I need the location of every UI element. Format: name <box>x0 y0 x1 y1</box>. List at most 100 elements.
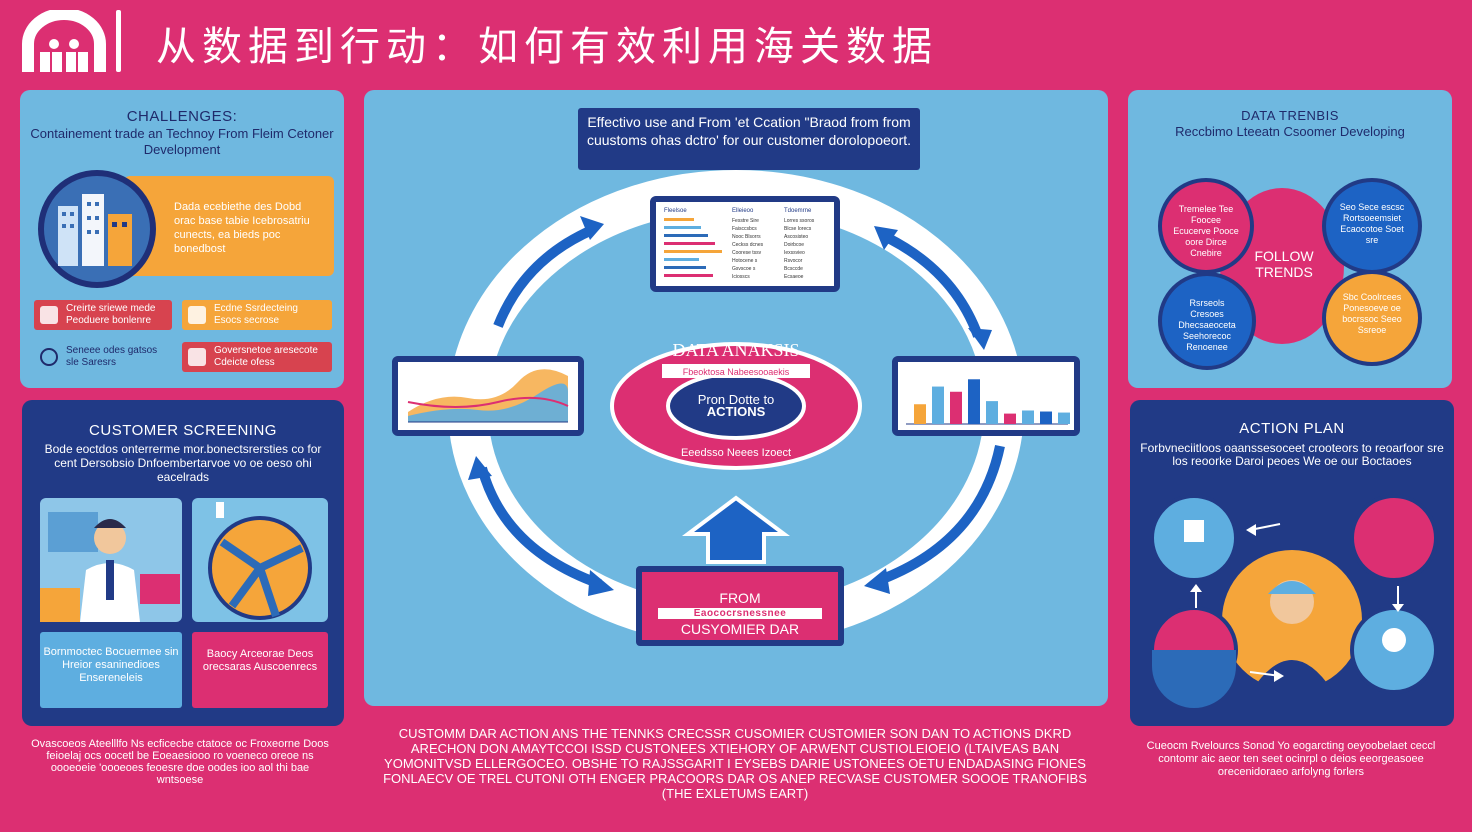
arrow-bottom-right <box>878 444 1005 585</box>
customer-data-line3: CUSYOMIER DAR <box>680 621 800 637</box>
arrow-head <box>968 328 992 350</box>
table-header: Fleelsoe <box>664 208 687 214</box>
line-chart-card <box>392 356 584 436</box>
analysis-strip-text: Fbeoktosa Nabeesooaekis <box>683 367 790 377</box>
challenge-tag-2: Ecdne Ssrdecteing Esocs secrose <box>182 300 332 330</box>
trend-circle-text: Sbc Coolrcees Ponesoeve oe bocrssoc Seeo… <box>1342 292 1402 335</box>
table-cell: Bcsccde <box>784 266 803 272</box>
table-cell: Iciosscs <box>732 274 750 280</box>
challenges-highlight-text: Dada ecebiethe des Dobd orac base tabie … <box>174 201 310 255</box>
trend-circle-1: Tremelee Tee Foocee Ecucerve Pooce oore … <box>1158 178 1254 274</box>
bar <box>986 401 998 424</box>
bar-chart-card <box>892 356 1080 436</box>
table-bar <box>664 234 708 237</box>
customer-data-box: FROM Eaococrsnessnee CUSYOMIER DAR <box>636 566 844 646</box>
customer-data-line2: Eaococrsnessnee <box>658 608 822 619</box>
table-cell: Faisccsbcs <box>732 226 757 232</box>
city-illustration <box>38 170 156 288</box>
trends-center-label: FOLLOW TRENDS <box>1254 248 1314 280</box>
table-bar <box>664 266 706 269</box>
trends-subtitle: Reccbimo Lteeatn Csoomer Developing <box>1175 124 1405 139</box>
table-header: Elleieoo <box>732 208 754 214</box>
table-cell: Ceckss dcnes <box>732 242 764 248</box>
bar <box>1022 410 1034 424</box>
page-header: 从数据到行动：如何有效利用海关数据 <box>0 0 1472 78</box>
document-icon <box>40 306 58 324</box>
trend-circle-text: Tremelee Tee Foocee Ecucerve Pooce oore … <box>1173 204 1239 258</box>
bottom-left-text: Ovascoeos Ateelllfo Ns ecficecbe ctatoce… <box>31 738 329 786</box>
bar-chart <box>906 379 1070 425</box>
arrow-head <box>864 568 890 594</box>
analysis-core-line: Pron Dotte to <box>698 392 775 407</box>
chart-icon <box>188 306 206 324</box>
table-cell: Blcse Iorecs <box>784 226 812 232</box>
bottom-right-text: Cueocm Rvelourcs Sonod Yo eogarcting oey… <box>1146 740 1436 778</box>
bar <box>1058 412 1070 424</box>
action-plan-subtitle: Forbvneciitloos oaanssesoceet crooteors … <box>1140 441 1444 468</box>
challenge-tag-4: Goversnetoe aresecote Cdeicte ofess <box>182 342 332 372</box>
challenges-title: CHALLENGES: <box>126 108 238 125</box>
action-plan-title: ACTION PLAN <box>1239 420 1345 437</box>
arrow-bottom-left <box>477 466 602 589</box>
page-title: 从数据到行动：如何有效利用海关数据 <box>156 24 938 70</box>
challenges-highlight-box: Dada ecebiethe des Dobd orac base tabie … <box>124 176 334 276</box>
arrow-top-left <box>493 225 595 328</box>
trend-circle-3: Rsrseols Cresoes Dhecsaeoceta Seehorecoc… <box>1158 272 1256 370</box>
challenge-tag-label: Seneee odes gatsos sle Saresrs <box>66 345 158 368</box>
analysis-core-text: Pron Dotte to <box>698 392 775 407</box>
challenge-tag-3: Seneee odes gatsos sle Saresrs <box>34 342 172 372</box>
analysis-strip <box>662 364 810 378</box>
table-cell: Ascosisteo <box>784 234 808 240</box>
table-header: Tdoemrne <box>784 208 812 214</box>
challenge-tag-label: Goversnetoe aresecote Cdeicte ofess <box>214 345 318 368</box>
bar <box>1040 411 1052 424</box>
challenge-tag-label: Creirte sriewe mede Peoduere bonlenre <box>66 303 156 326</box>
table-cell: Fesstre Sire <box>732 218 759 224</box>
analysis-core-caption: ACTIONS <box>706 404 766 419</box>
table-bar <box>664 250 722 253</box>
challenge-tag-label: Ecdne Ssrdecteing Esocs secrose <box>214 303 298 326</box>
bar <box>968 379 980 424</box>
screening-subtitle: Bode eoctdos onterrerme mor.bonectsrerst… <box>44 442 322 484</box>
table-cell: Lorres ssoros <box>784 218 815 224</box>
trend-circle-text: Seo Sece escsc Rortsoeemsiet Ecaocotoe S… <box>1339 202 1405 245</box>
person-icon <box>40 512 180 622</box>
table-cell: Gsvscoe s <box>732 266 756 272</box>
table-cell: Doirbcoe <box>784 242 804 248</box>
divider <box>116 10 121 72</box>
arrow-top-right <box>881 231 983 338</box>
analysis-bottom-text: Eeedsso Neees Izoect <box>681 447 791 459</box>
buildings-icon <box>58 194 132 266</box>
table-bar <box>664 242 715 245</box>
globe-icon <box>40 348 58 366</box>
warning-icon <box>188 348 206 366</box>
table-cell: Hotocene s <box>732 258 758 264</box>
trend-circle-text: Rsrseols Cresoes Dhecsaeoceta Seehorecoc… <box>1178 298 1236 352</box>
customer-data-line1: FROM <box>719 590 761 606</box>
table-bar <box>664 218 694 221</box>
table-cell: Iexssvieo <box>784 250 805 256</box>
arrow-head <box>468 456 492 480</box>
area-chart <box>407 369 569 423</box>
arrow-head <box>588 570 614 596</box>
screening-title: CUSTOMER SCREENING <box>89 422 277 439</box>
bar <box>1004 413 1016 424</box>
challenge-tag-1: Creirte sriewe mede Peoduere bonlenre <box>34 300 172 330</box>
arrow-head <box>580 216 604 240</box>
table-cell: Coorese tssv <box>732 250 762 256</box>
table-cell: Ecsaeoe <box>784 274 804 280</box>
team-icon <box>1350 494 1438 582</box>
trend-circle-4: Sbc Coolrcees Ponesoeve oe bocrssoc Seeo… <box>1322 270 1422 366</box>
table-cell: Rsvocor <box>784 258 803 264</box>
center-header: Effectivo use and From 'et Ccation "Brao… <box>578 108 920 170</box>
bar <box>914 404 926 424</box>
table-cell: Nooc Blsorrs <box>732 234 761 240</box>
challenges-subtitle: Containement trade an Technoy From Fleim… <box>30 126 334 157</box>
table-bar <box>664 258 699 261</box>
screening-info-pink: Baocy Arceorae Deos orecsaras Auscoenrec… <box>192 632 328 708</box>
screening-info-blue: Bornmoctec Bocuermee sin Hreior esanined… <box>40 632 182 708</box>
logo-icon <box>22 10 106 72</box>
bar <box>932 386 944 424</box>
table-bar <box>664 274 713 277</box>
